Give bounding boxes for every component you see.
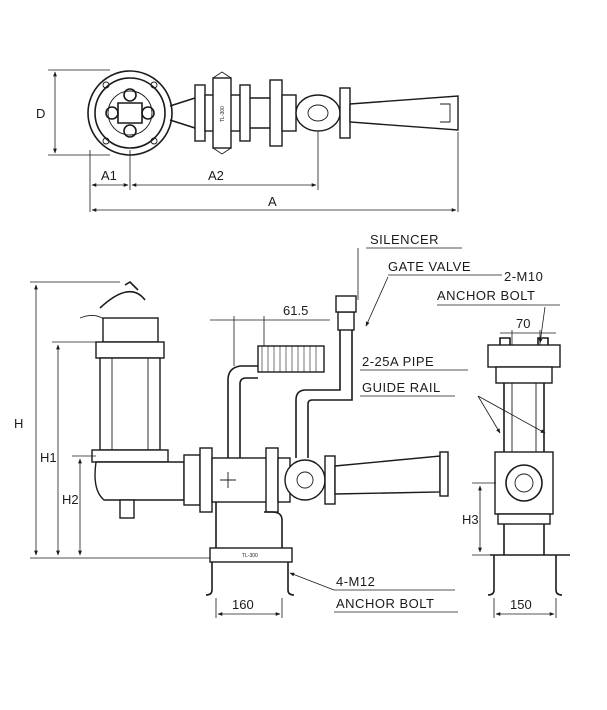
top-view-gate-valve: TL-300	[204, 71, 241, 155]
silencer-label: SILENCER	[370, 232, 439, 247]
front-valve-mark: TL-300	[242, 553, 258, 559]
gate-valve-label: GATE VALVE	[388, 259, 471, 274]
dim-h1-label: H1	[40, 450, 57, 465]
dim-a-label: A	[268, 194, 277, 209]
guide-rail-base	[487, 337, 570, 596]
anchor-bolt-bottom-count: 4-M12	[336, 574, 375, 589]
discharge-piping: TL-300	[199, 295, 449, 596]
top-view-dimensions: D A1 A2 A	[36, 69, 459, 212]
anchor-bolt-top-label: ANCHOR BOLT	[437, 288, 535, 303]
top-view-valve-mark: TL-300	[220, 106, 226, 122]
top-view-pump	[87, 70, 173, 156]
top-view: TL-300 D A1 A2 A	[36, 69, 459, 212]
dim-h2-label: H2	[62, 492, 79, 507]
dim-150-label: 150	[510, 597, 532, 612]
guide-rail-label: GUIDE RAIL	[362, 380, 441, 395]
pump-motor	[79, 280, 201, 519]
dim-h-label: H	[14, 416, 23, 431]
front-view: TL-300	[14, 232, 570, 618]
dim-h3-label: H3	[462, 512, 479, 527]
dim-d-label: D	[36, 106, 45, 121]
dim-160-label: 160	[232, 597, 254, 612]
dim-61-5-label: 61.5	[283, 303, 308, 318]
label-leaders	[289, 247, 560, 613]
dim-70-label: 70	[516, 316, 530, 331]
anchor-bolt-top-count: 2-M10	[504, 269, 543, 284]
front-view-dimensions: H H1 H2 H3 61.5 70 160 150	[14, 281, 557, 618]
pipe-label: 2-25A PIPE	[362, 354, 434, 369]
dim-a2-label: A2	[208, 168, 224, 183]
dim-a1-label: A1	[101, 168, 117, 183]
anchor-bolt-bottom-label: ANCHOR BOLT	[336, 596, 434, 611]
top-view-ejector	[281, 87, 459, 139]
